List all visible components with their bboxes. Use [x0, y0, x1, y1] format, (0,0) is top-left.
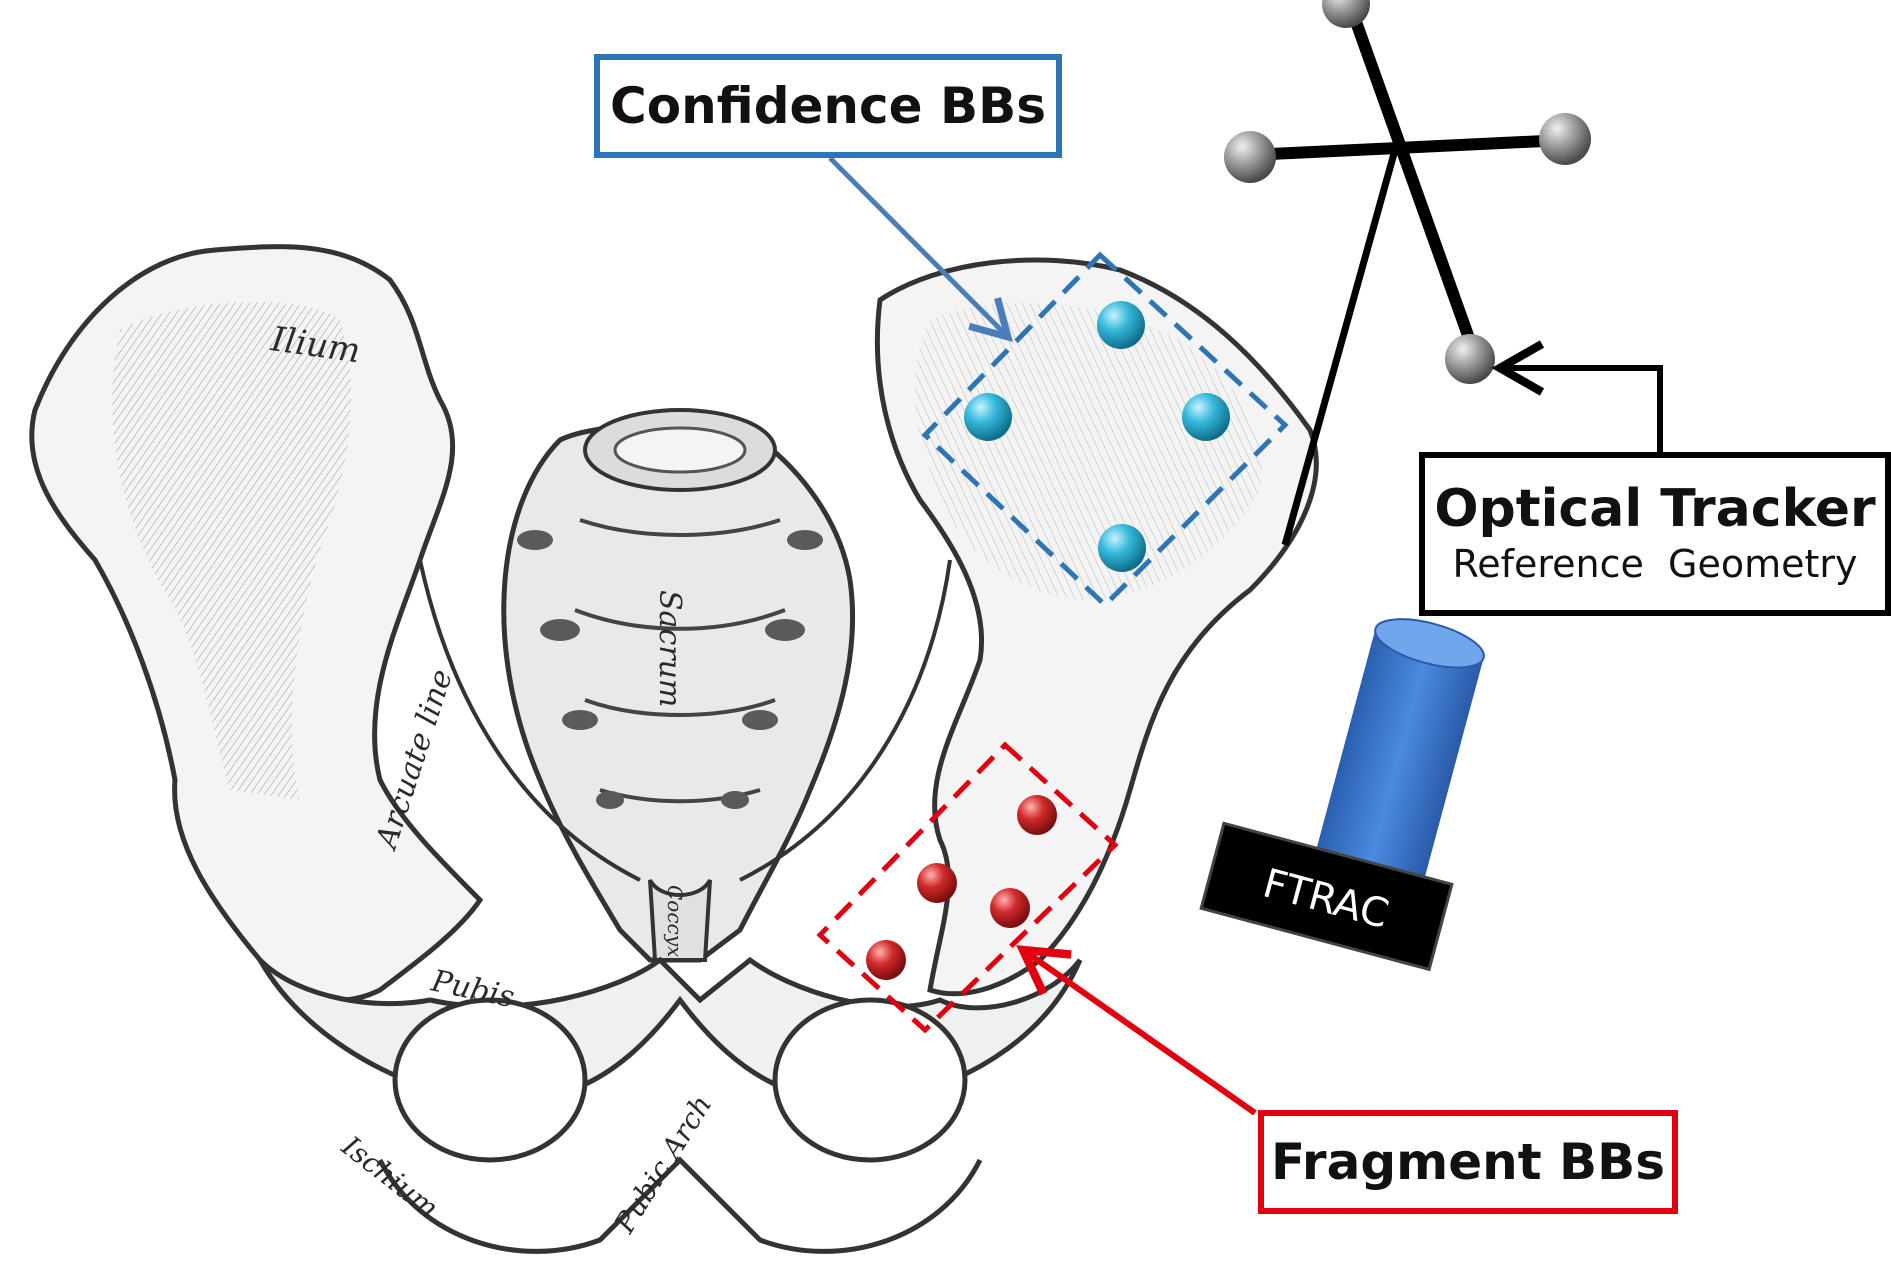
confidence-bbs-title: Confidence BBs [610, 80, 1046, 133]
optical-tracker-label: Optical Tracker Reference Geometry [1419, 452, 1891, 616]
confidence-bb [1182, 393, 1230, 441]
fragment-arrow [1023, 950, 1255, 1113]
tracker-sphere [1539, 113, 1591, 165]
fragment-bbs-title: Fragment BBs [1271, 1136, 1665, 1189]
anatomy-label-coccyx: Coccyx [663, 885, 687, 957]
confidence-bb [1098, 524, 1146, 572]
tracker-sphere [1224, 131, 1276, 183]
fragment-bb [917, 863, 957, 903]
confidence-bbs-label: Confidence BBs [594, 54, 1062, 158]
optical-tracker-subtitle: Reference Geometry [1453, 542, 1858, 586]
anatomy-label-sacrum: Sacrum [652, 590, 687, 707]
fragment-bbs-label: Fragment BBs [1258, 1110, 1678, 1214]
ftrac-device: FTRAC [1201, 585, 1516, 970]
left-obturator-foramen [395, 1000, 585, 1160]
tracker-sphere [1445, 334, 1495, 384]
fragment-bb [866, 940, 906, 980]
right-obturator-foramen [775, 1000, 965, 1160]
anatomy-label-pubic-arch: Pubic Arch [607, 1089, 718, 1239]
tracker-arrow [1500, 368, 1660, 452]
pelvis-illustration: Ilium Sacrum Arcuate line Pubis Ischium … [32, 247, 1317, 1252]
optical-tracker-title: Optical Tracker [1434, 482, 1875, 537]
confidence-bb [964, 393, 1012, 441]
confidence-bb [1097, 301, 1145, 349]
fragment-bb [1017, 795, 1057, 835]
fragment-bb [990, 888, 1030, 928]
